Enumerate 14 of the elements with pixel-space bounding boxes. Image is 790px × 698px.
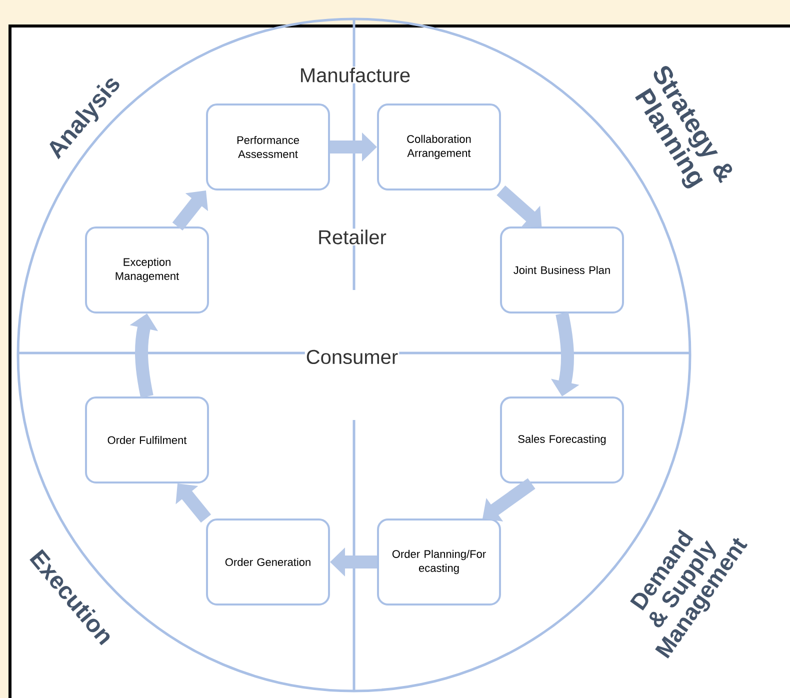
process-box: Order Planning/For ecasting <box>377 518 501 606</box>
block-arrow <box>482 478 536 522</box>
sector-label: Consumer <box>304 348 400 366</box>
process-box: Order Fulfilment <box>85 396 209 484</box>
process-box: Sales Forecasting <box>500 396 624 484</box>
sector-label: Manufacture <box>298 66 412 84</box>
process-box: Order Generation <box>206 518 330 606</box>
process-box: Collaboration Arrangement <box>377 104 501 190</box>
process-box: Performance Assessment <box>206 104 330 190</box>
sector-label: Retailer <box>316 228 388 246</box>
block-arrow <box>176 484 212 523</box>
block-arrow <box>496 186 542 228</box>
process-box: Exception Management <box>85 226 209 314</box>
process-box: Joint Business Plan <box>500 226 624 314</box>
